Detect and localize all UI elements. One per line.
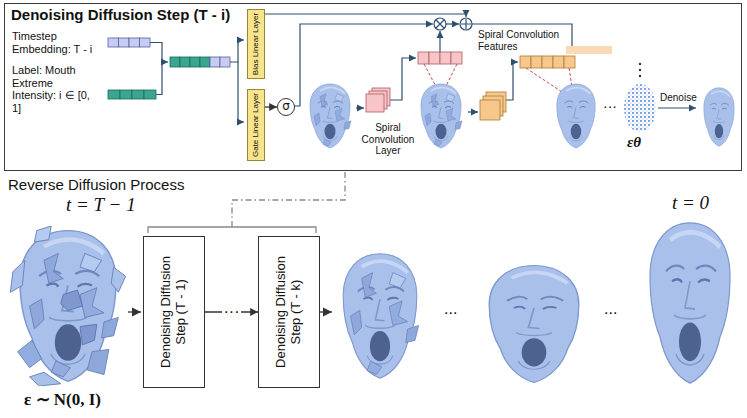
sigmoid-circle: σ [277,98,295,116]
node-label: σ [278,99,294,115]
text-label: ε ∼ N(0, I) [24,390,101,410]
node-label: Denoising Diffusion Step (T - k) [274,243,304,381]
text-label: Label: Mouth Extreme Intensity: i ∈ [0, … [12,64,96,115]
connector [265,106,277,107]
text-label: εθ [627,134,641,151]
denoising-step-box: Denoising Diffusion Step (T - k) [258,236,320,388]
text-label: Timestep Embedding: T - i [12,30,107,55]
connector-label: ··· [222,304,242,320]
linear-layer-box: Bias Linear Layer [247,9,265,79]
denoising-step-box: Denoising Diffusion Step (T - 1) [143,236,205,388]
text-label: ... [444,300,457,318]
text-label: Spiral Convolution Features [478,29,570,52]
node-label: Bias Linear Layer [251,13,260,75]
text-label: ··· [603,98,617,114]
text-label: t = 0 [672,192,709,214]
text-label: ... [604,300,617,318]
panel-title: Denoising Diffusion Step (T - i) [11,6,230,23]
node-label: Gate Linear Layer [251,93,260,157]
text-label: Denoise [660,92,697,104]
node-label: Denoising Diffusion Step (T - 1) [159,243,189,381]
text-label: Reverse Diffusion Process [8,176,184,193]
text-label: Spiral Convolution Layer [356,122,420,157]
linear-layer-box: Gate Linear Layer [247,89,265,161]
text-label: t = T − 1 [66,194,136,216]
